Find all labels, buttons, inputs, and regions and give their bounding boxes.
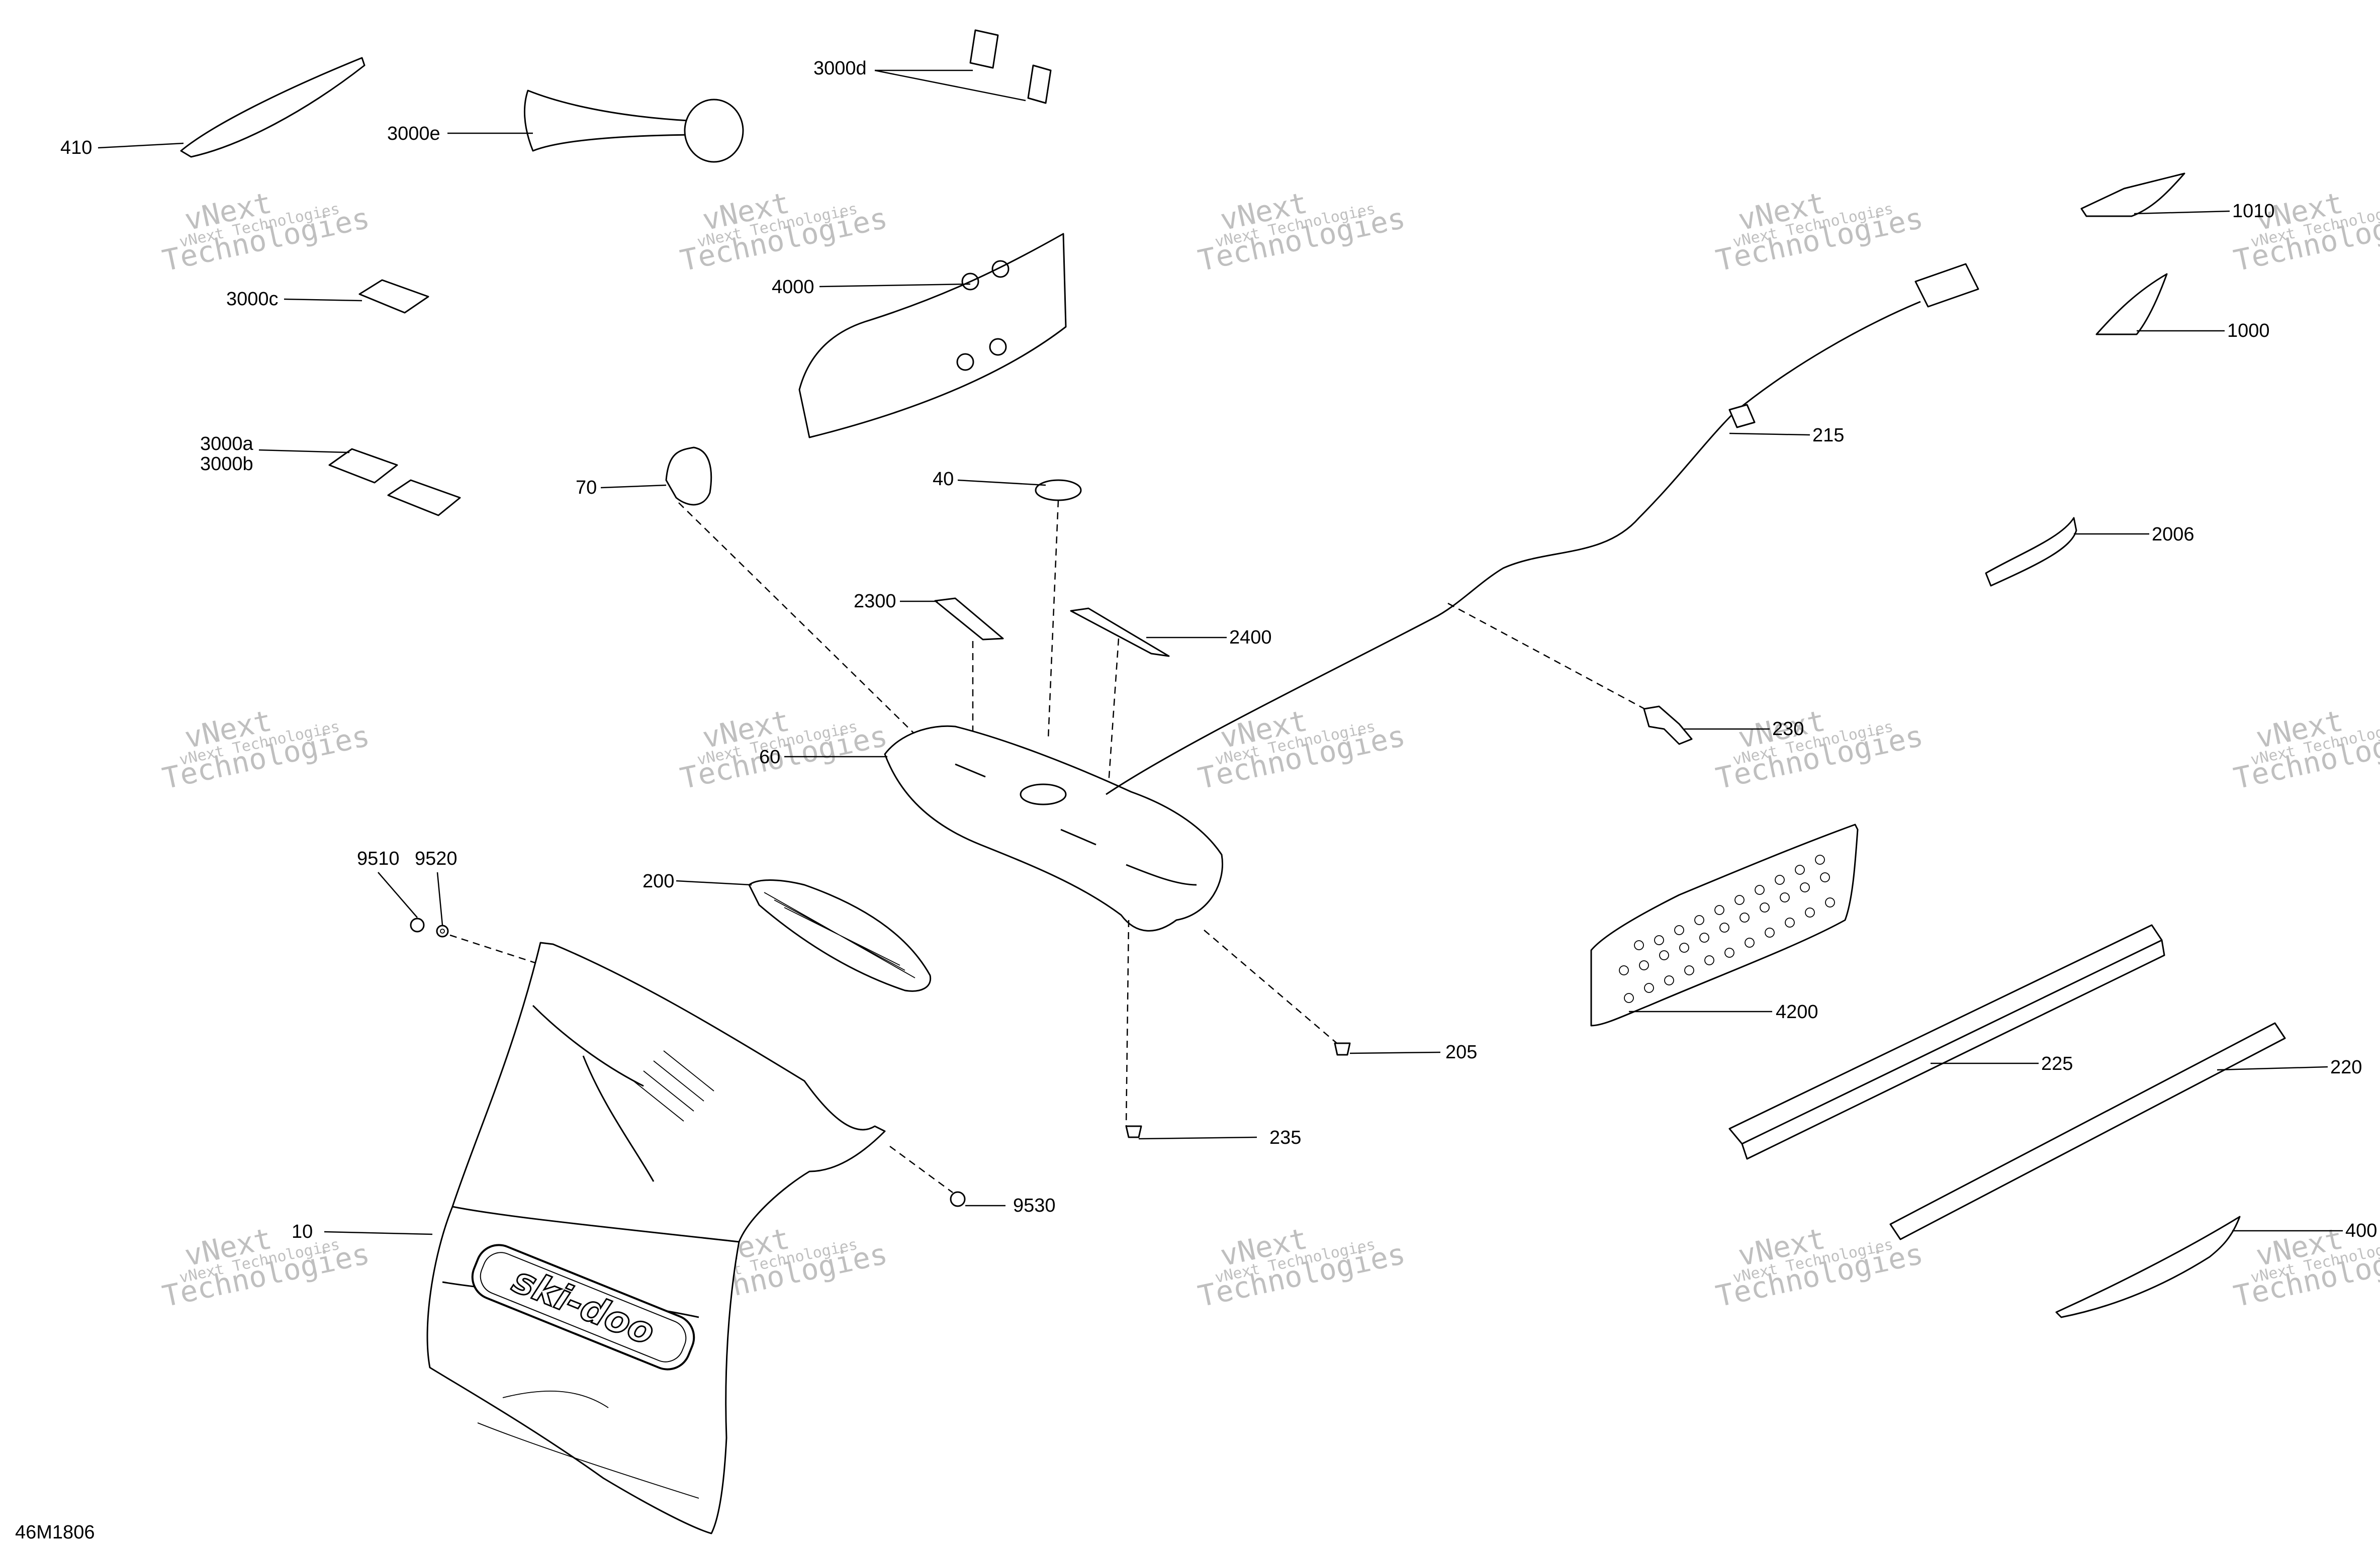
part-2006-label[interactable] (1985, 517, 2149, 587)
part-3000d-clips[interactable] (874, 29, 1052, 104)
callout-200[interactable]: 200 (643, 871, 674, 892)
part-205-rivet[interactable] (1334, 1042, 1441, 1056)
callout-60[interactable]: 60 (759, 747, 780, 768)
watermark: vNext vNext Technologies Technologies (159, 186, 373, 278)
callout-labels: 410 3000e 3000d 3000c 3000a 3000b 4000 7… (15, 58, 2377, 1543)
callout-2400[interactable]: 2400 (1229, 627, 1272, 648)
part-200-grille[interactable] (676, 879, 932, 992)
callout-410[interactable]: 410 (60, 137, 92, 158)
part-215-cable[interactable] (1106, 263, 1979, 795)
callout-3000b[interactable]: 3000b (200, 453, 253, 475)
callout-10[interactable]: 10 (292, 1221, 313, 1242)
part-9530-screw[interactable] (889, 1145, 1005, 1207)
part-225-rail[interactable] (1728, 924, 2165, 1160)
watermark: vNext vNext Technologies Technologies (677, 186, 890, 278)
watermark: vNext vNext Technologies Technologies (1195, 1221, 1408, 1314)
part-220-rail[interactable] (1889, 1022, 2328, 1240)
callout-1000[interactable]: 1000 (2227, 320, 2270, 341)
part-230-bracket[interactable] (1643, 705, 1770, 745)
part-400-decal[interactable] (2055, 1216, 2343, 1318)
callout-4000[interactable]: 4000 (772, 277, 814, 298)
watermark: vNext vNext Technologies Technologies (159, 703, 373, 796)
part-2300-strip[interactable] (900, 597, 1004, 734)
part-1000-decal[interactable] (2095, 273, 2225, 335)
callout-9510[interactable]: 9510 (357, 848, 400, 869)
part-3000a-3000b-decals[interactable] (258, 448, 461, 516)
callout-205[interactable]: 205 (1445, 1042, 1477, 1063)
callout-4200[interactable]: 4200 (1776, 1002, 1818, 1023)
part-40-emblem[interactable] (957, 479, 1082, 740)
part-410-decal[interactable] (98, 57, 365, 158)
callout-3000a[interactable]: 3000a (200, 433, 254, 455)
callout-9530[interactable]: 9530 (1013, 1195, 1056, 1216)
watermark: vNext vNext Technologies Technologies (1713, 703, 1926, 796)
part-235-rivet[interactable] (1125, 1125, 1257, 1140)
part-1010-decal[interactable] (2080, 172, 2230, 217)
watermark: vNext vNext Technologies Technologies (1195, 186, 1408, 278)
watermark: vNext vNext Technologies Technologies (159, 1221, 373, 1314)
callout-3000e[interactable]: 3000e (387, 123, 440, 144)
part-9510-nut[interactable] (378, 872, 425, 933)
watermark: vNext vNext Technologies Technologies (1713, 186, 1926, 278)
diagram-code: 46M1806 (15, 1522, 95, 1543)
part-4000-panel[interactable] (798, 233, 1067, 438)
part-2400-strip[interactable] (1070, 607, 1227, 785)
watermark: vNext vNext Technologies Technologies (2231, 1221, 2380, 1314)
callout-215[interactable]: 215 (1812, 425, 1844, 446)
watermark: vNext vNext Technologies Technologies (1195, 703, 1408, 796)
callout-9520[interactable]: 9520 (415, 848, 457, 869)
callout-235[interactable]: 235 (1269, 1127, 1301, 1148)
part-70-gasket[interactable] (600, 446, 926, 745)
part-9520-washer[interactable] (436, 872, 543, 966)
watermark: vNext vNext Technologies Technologies (677, 703, 890, 796)
callout-1010[interactable]: 1010 (2232, 201, 2275, 222)
callout-400[interactable]: 400 (2345, 1220, 2377, 1241)
callout-2006[interactable]: 2006 (2152, 524, 2194, 545)
part-60-console[interactable] (784, 725, 1340, 1127)
callout-225[interactable]: 225 (2041, 1053, 2073, 1074)
watermarks: vNext vNext Technologies Technologies vN… (159, 186, 2380, 1314)
callout-40[interactable]: 40 (933, 469, 954, 490)
watermark: vNext vNext Technologies Technologies (2231, 703, 2380, 796)
watermark: vNext vNext Technologies Technologies (1713, 1221, 1926, 1314)
callout-2300[interactable]: 2300 (854, 591, 896, 612)
part-4200-panel[interactable] (1590, 824, 1859, 1027)
callout-3000c[interactable]: 3000c (226, 289, 279, 310)
callout-3000d[interactable]: 3000d (813, 58, 867, 79)
part-10-front-panel[interactable]: ski-doo (324, 942, 886, 1534)
callout-70[interactable]: 70 (576, 477, 597, 498)
part-3000c-decal[interactable] (284, 279, 429, 314)
callout-220[interactable]: 220 (2330, 1057, 2362, 1078)
part-3000e-horn[interactable] (447, 89, 744, 163)
callout-230[interactable]: 230 (1772, 718, 1804, 740)
perforation-holes (1619, 855, 1835, 1003)
watermark: vNext vNext Technologies Technologies (2231, 186, 2380, 278)
